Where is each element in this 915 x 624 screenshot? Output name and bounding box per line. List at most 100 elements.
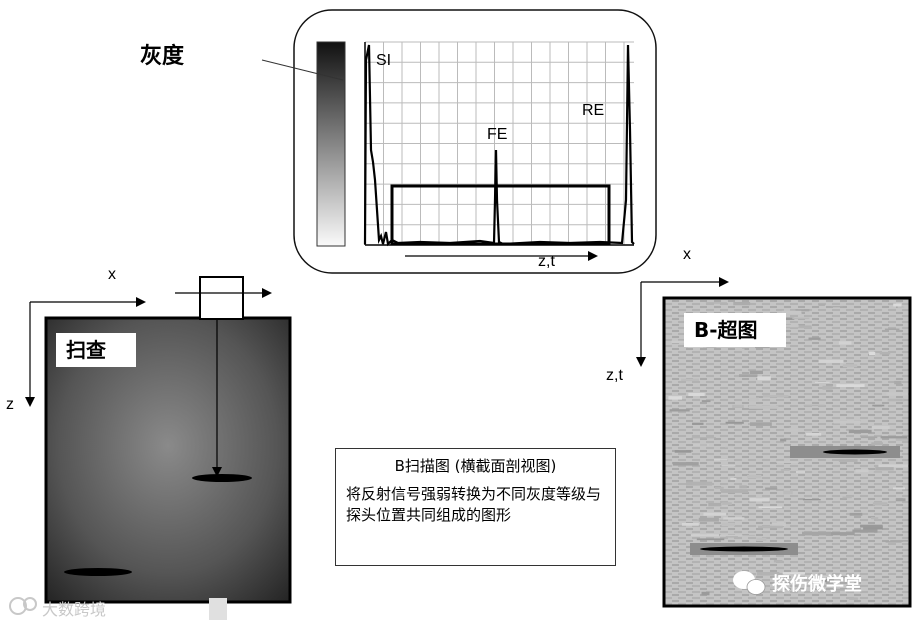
- bscan-reflection-upper: [823, 449, 887, 455]
- bscan-texture-streak: [890, 578, 908, 582]
- bscan-texture-streak: [747, 474, 762, 479]
- bscan-texture-streak: [719, 534, 743, 537]
- beam-arrow-head: [212, 467, 222, 477]
- bscan-texture-streak: [792, 317, 810, 320]
- caption-box: B扫描图 (横截面剖视图) 将反射信号强弱转换为不同灰度等级与探头位置共同组成的…: [335, 448, 616, 566]
- bscan-x-axis-head: [719, 277, 729, 287]
- bscan-texture-streak: [758, 506, 783, 509]
- bscan-texture-streak: [871, 517, 879, 520]
- left-watermark-icon: [9, 597, 37, 615]
- bscan-texture-streak: [739, 485, 747, 489]
- bscan-texture-streak: [705, 302, 727, 304]
- bscan-texture-streak: [780, 469, 790, 471]
- bscan-texture-streak: [771, 522, 786, 526]
- bscan-texture-streak: [756, 537, 767, 541]
- bscan-zt-label: z,t: [606, 367, 623, 384]
- scan-z-label: z: [6, 396, 14, 413]
- bscan-texture-streak: [815, 381, 830, 383]
- bscan-texture-streak: [781, 310, 802, 314]
- bscan-texture-streak: [739, 374, 758, 377]
- bscan-texture-streak: [842, 364, 858, 368]
- bscan-texture-streak: [706, 346, 717, 348]
- probe: [199, 276, 244, 320]
- bscan-texture-streak: [703, 512, 727, 516]
- defect-lower: [64, 568, 132, 576]
- bscan-texture-streak: [781, 317, 795, 320]
- bscan-texture-streak: [871, 442, 883, 446]
- bscan-texture-streak: [893, 487, 905, 490]
- bscan-texture-streak: [895, 498, 906, 502]
- bscan-texture-streak: [765, 487, 778, 490]
- bscan-texture-streak: [842, 496, 852, 499]
- bscan-texture-streak: [749, 370, 763, 374]
- caption-body: 将反射信号强弱转换为不同灰度等级与探头位置共同组成的图形: [346, 485, 602, 524]
- bscan-texture-streak: [681, 523, 699, 526]
- bscan-texture-streak: [822, 385, 833, 390]
- bscan-texture-streak: [838, 341, 852, 345]
- bscan-texture-streak: [783, 490, 793, 495]
- bscan-texture-streak: [890, 540, 908, 542]
- bscan-texture-streak: [701, 591, 710, 596]
- bscan-texture-streak: [668, 396, 682, 400]
- bscan-texture-streak: [808, 337, 821, 340]
- bscan-texture-streak: [872, 404, 885, 407]
- bscan-texture-streak: [714, 459, 728, 461]
- oscilloscope-axis-label: z,t: [538, 253, 555, 270]
- bscan-texture-streak: [871, 425, 890, 429]
- bscan-texture-streak: [757, 376, 771, 381]
- bscan-texture-streak: [681, 378, 699, 382]
- bscan-texture-streak: [693, 444, 710, 446]
- bscan-texture-streak: [878, 464, 908, 468]
- bscan-texture-streak: [674, 450, 692, 453]
- bscan-texture-streak: [735, 348, 745, 351]
- bscan-texture-streak: [725, 445, 733, 448]
- bscan-texture-streak: [879, 352, 891, 355]
- bscan-texture-streak: [838, 459, 858, 462]
- bscan-texture-streak: [802, 499, 821, 501]
- grayscale-label: 灰度: [140, 44, 185, 69]
- scan-x-axis-head: [136, 297, 146, 307]
- bscan-texture-streak: [730, 478, 737, 480]
- bscan-texture-streak: [748, 405, 779, 409]
- scan-z-axis-head: [25, 397, 35, 407]
- bscan-texture-streak: [750, 422, 772, 426]
- bscan-texture-streak: [733, 534, 756, 536]
- bscan-texture-streak: [823, 578, 835, 583]
- bscan-texture-streak: [714, 486, 724, 489]
- wechat-icon: [733, 571, 766, 595]
- watermark-right: 探伤微学堂: [772, 574, 862, 595]
- bscan-texture: [668, 302, 908, 600]
- bscan-texture-streak: [893, 303, 902, 307]
- bscan-texture-streak: [776, 461, 799, 463]
- bscan-texture-streak: [849, 512, 863, 516]
- bscan-texture-streak: [701, 400, 711, 403]
- bscan-texture-streak: [688, 393, 705, 396]
- left-watermark-mark: [209, 598, 227, 620]
- bscan-texture-streak: [806, 433, 822, 436]
- bscan-texture-streak: [796, 471, 805, 474]
- bscan-texture-streak: [696, 538, 725, 541]
- bscan-texture-streak: [773, 560, 783, 563]
- bscan-texture-streak: [873, 471, 882, 473]
- bscan-texture-streak: [802, 531, 832, 536]
- bscan-texture-streak: [671, 340, 686, 344]
- bscan-texture-streak: [732, 404, 744, 408]
- bscan-texture-streak: [852, 529, 878, 533]
- bscan-texture-streak: [672, 462, 699, 466]
- bscan-texture-streak: [849, 597, 858, 600]
- peak-re-label: RE: [582, 102, 605, 119]
- bscan-texture-streak: [770, 586, 781, 590]
- bscan-texture-streak: [749, 498, 770, 502]
- bscan-texture-streak: [749, 397, 759, 402]
- bscan-texture-streak: [762, 395, 789, 398]
- grayscale-bar: [316, 41, 346, 247]
- bscan-texture-streak: [733, 302, 751, 306]
- bscan-texture-streak: [690, 534, 719, 537]
- bscan-x-label: x: [683, 246, 691, 263]
- peak-fe-label: FE: [487, 126, 508, 143]
- bscan-texture-streak: [886, 392, 908, 396]
- bscan-zt-axis-head: [636, 357, 646, 367]
- defect-upper: [192, 474, 252, 482]
- bscan-texture-streak: [722, 502, 732, 505]
- zt-arrow-head: [588, 251, 598, 261]
